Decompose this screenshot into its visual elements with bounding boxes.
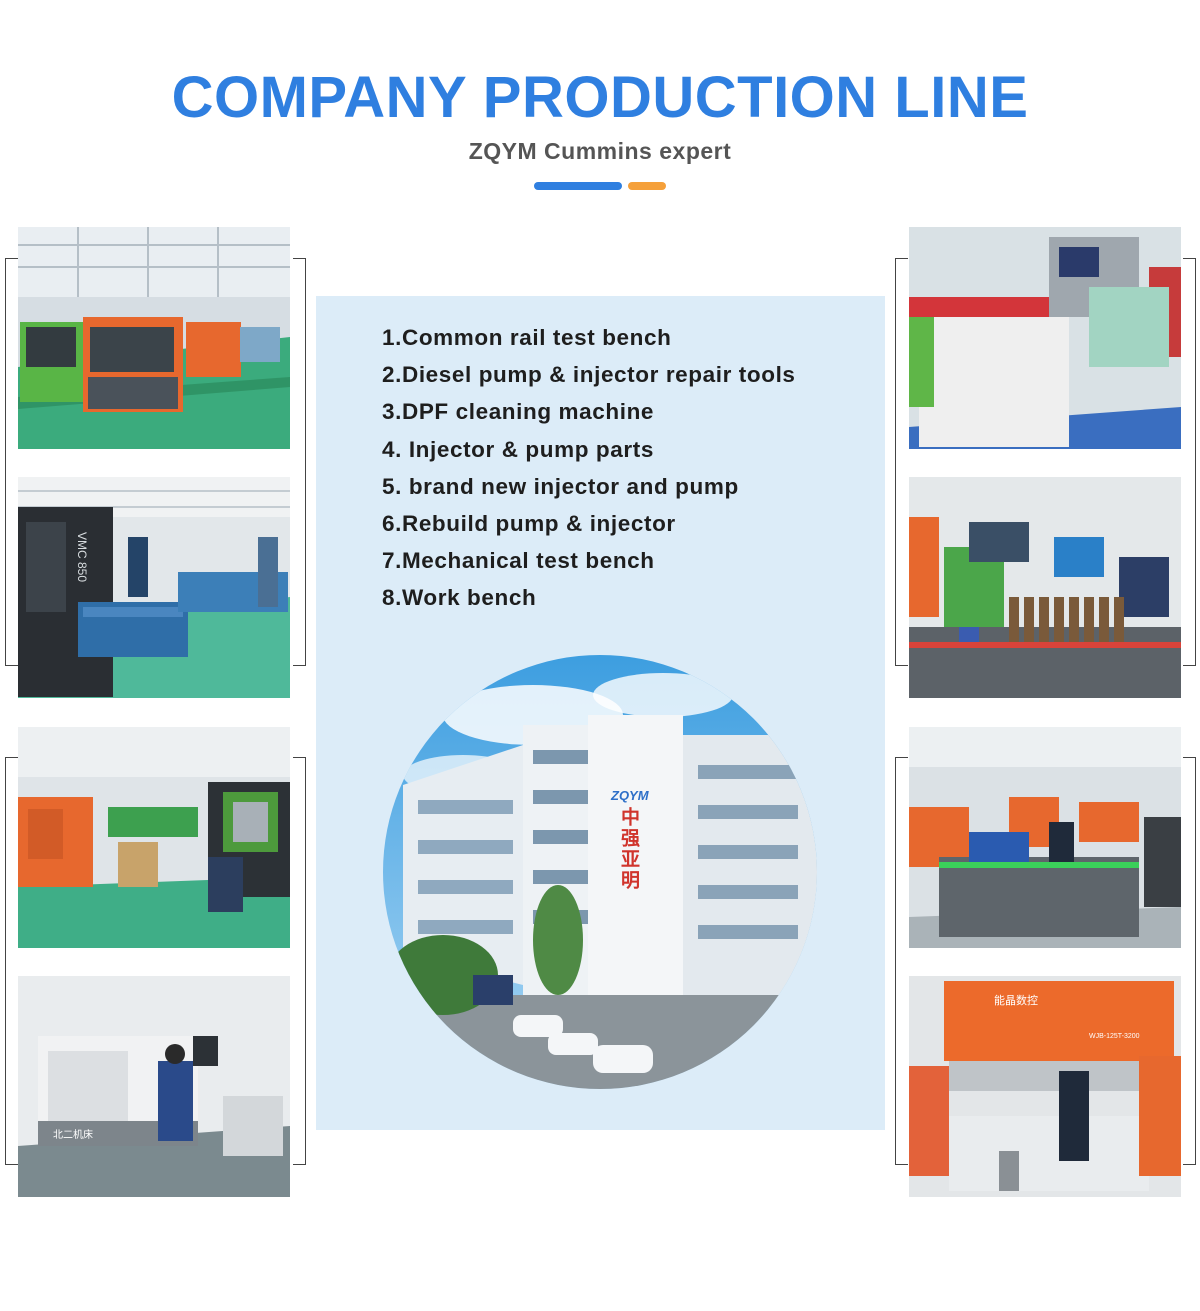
left-bracket-top-right — [895, 258, 908, 666]
product-list: 1.Common rail test bench 2.Diesel pump &… — [382, 322, 796, 620]
list-item: 2.Diesel pump & injector repair tools — [382, 362, 796, 388]
photo-vmc-850-cnc-machine: VMC 850 — [18, 477, 290, 698]
right-bracket-top-left — [293, 258, 306, 666]
right-bracket-bottom — [1183, 757, 1196, 1165]
list-item: 3.DPF cleaning machine — [382, 399, 655, 425]
building-sign: 中强亚明 — [618, 807, 640, 891]
photo-cnc-lathe-operator: 北二机床 — [18, 976, 290, 1197]
photo-test-bench-workshop — [18, 227, 290, 449]
page-subtitle: ZQYM Cummins expert — [468, 138, 732, 164]
photo-press-brake-machine: 能晶数控 WJB-125T-3200 — [909, 976, 1181, 1197]
left-bracket-bottom-right — [895, 757, 908, 1165]
right-bracket-top — [1183, 258, 1196, 666]
press-model-label: WJB-125T-3200 — [1089, 1033, 1140, 1040]
photo-mechanical-test-bench — [909, 727, 1181, 948]
list-item: 5. brand new injector and pump — [382, 473, 739, 499]
photo-injector-assembly-bench — [909, 477, 1181, 698]
lathe-label: 北二机床 — [53, 1128, 93, 1141]
list-item: 1.Common rail test bench — [382, 325, 672, 350]
list-item: 7.Mechanical test bench — [382, 548, 655, 574]
zqym-logo: ZQYM — [611, 788, 649, 803]
press-brand-label: 能晶数控 — [994, 993, 1038, 1007]
left-bracket-bottom — [5, 757, 18, 1165]
left-bracket-top — [5, 258, 18, 666]
photo-dpf-cleaning-oven — [18, 727, 290, 948]
right-bracket-bottom-left — [293, 757, 306, 1165]
accent-bar-blue — [534, 182, 622, 190]
list-item: 4. Injector & pump parts — [382, 436, 654, 462]
photo-grinding-machine — [909, 227, 1181, 449]
list-item: 8.Work bench — [382, 585, 537, 611]
list-item: 6.Rebuild pump & injector — [382, 510, 676, 536]
accent-bar-orange — [628, 182, 666, 190]
vmc-label: VMC 850 — [75, 532, 89, 582]
company-building-photo: ZQYM 中强亚明 — [383, 655, 817, 1089]
page-title: COMPANY PRODUCTION LINE — [171, 65, 1029, 130]
